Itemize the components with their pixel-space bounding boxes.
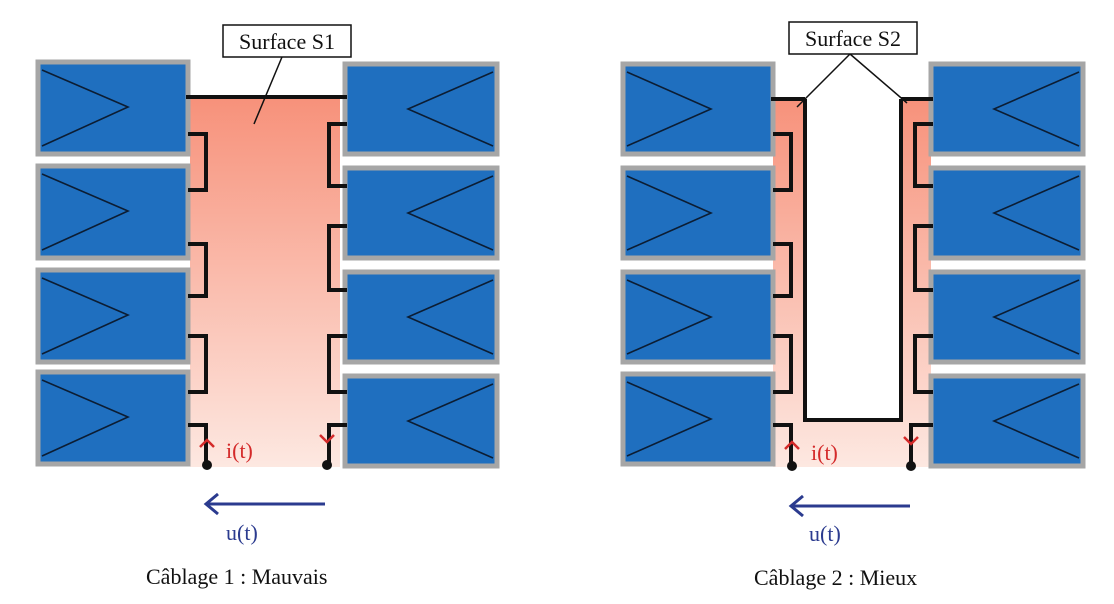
solar-panel: [928, 165, 1086, 261]
solar-panel: [35, 59, 191, 157]
left-column-panels: [620, 61, 776, 467]
solar-panel: [620, 61, 776, 157]
surface-s1-area: [190, 97, 340, 467]
diagram-cablage-2: Surface S2 i(t) u(t) Câblage 2 : Mieux: [620, 21, 1086, 590]
current-label: i(t): [811, 440, 838, 465]
current-arrow-up: [784, 440, 800, 450]
solar-panel: [342, 373, 500, 469]
right-column-panels: [928, 61, 1086, 469]
current-arrow-down: [903, 436, 919, 446]
solar-panel: [620, 371, 776, 467]
wiring: [186, 95, 347, 462]
caption: Câblage 1 : Mauvais: [146, 564, 327, 589]
voltage-arrow: [203, 492, 325, 516]
solar-panel: [35, 163, 191, 261]
surface-s1-label-box: [222, 24, 352, 58]
solar-panel: [35, 267, 191, 365]
surface-s2-pointer: [849, 53, 908, 104]
solar-panel: [35, 369, 191, 467]
caption: Câblage 2 : Mieux: [754, 565, 917, 590]
solar-panel: [342, 61, 500, 157]
solar-panel: [342, 269, 500, 365]
unenclosed-area: [805, 97, 901, 422]
terminal-dot: [322, 460, 332, 470]
terminal-dot: [787, 461, 797, 471]
wiring: [771, 97, 933, 462]
voltage-arrow: [788, 494, 910, 518]
terminal-dot: [906, 461, 916, 471]
surface-s2-label-box: [788, 21, 918, 55]
solar-panel: [620, 165, 776, 261]
current-label: i(t): [226, 438, 253, 463]
diagram-cablage-1: Surface S1 i(t) u(t) Câblage 1 : Mauvais: [35, 24, 500, 589]
surface-s2-label: Surface S2: [805, 26, 901, 51]
solar-panel: [928, 373, 1086, 469]
voltage-label: u(t): [809, 521, 841, 546]
right-column-panels: [342, 61, 500, 469]
left-column-panels: [35, 59, 191, 467]
voltage-label: u(t): [226, 520, 258, 545]
solar-panel: [342, 165, 500, 261]
solar-panel: [928, 269, 1086, 365]
terminal-dot: [202, 460, 212, 470]
surface-s1-pointer: [253, 56, 283, 125]
solar-panel: [928, 61, 1086, 157]
surface-s2-pointer: [796, 53, 851, 108]
surface-s1-label: Surface S1: [239, 29, 335, 54]
current-arrow-down: [319, 434, 335, 444]
solar-panel: [620, 269, 776, 365]
current-arrow-up: [199, 438, 215, 448]
